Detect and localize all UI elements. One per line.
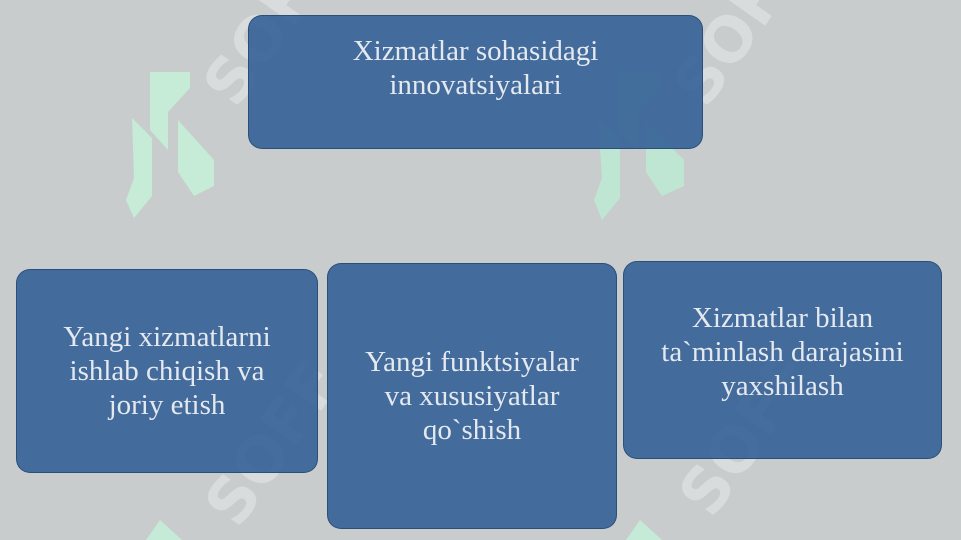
node-new-services-label: Yangi xizmatlarni ishlab chiqish va jori… — [63, 320, 271, 422]
top-node-label: Xizmatlar sohasidagi innovatsiyalari — [352, 34, 599, 101]
watermark-logo-1 — [126, 72, 214, 218]
node-service-level: Xizmatlar bilan ta`minlash darajasini ya… — [623, 261, 942, 459]
top-node: Xizmatlar sohasidagi innovatsiyalari — [248, 15, 703, 149]
node-service-level-label: Xizmatlar bilan ta`minlash darajasini ya… — [661, 301, 904, 403]
node-new-functions-label: Yangi funktsiyalar va xususiyatlar qo`sh… — [365, 345, 579, 447]
node-new-services: Yangi xizmatlarni ishlab chiqish va jori… — [16, 269, 318, 473]
node-new-functions: Yangi funktsiyalar va xususiyatlar qo`sh… — [327, 263, 617, 529]
